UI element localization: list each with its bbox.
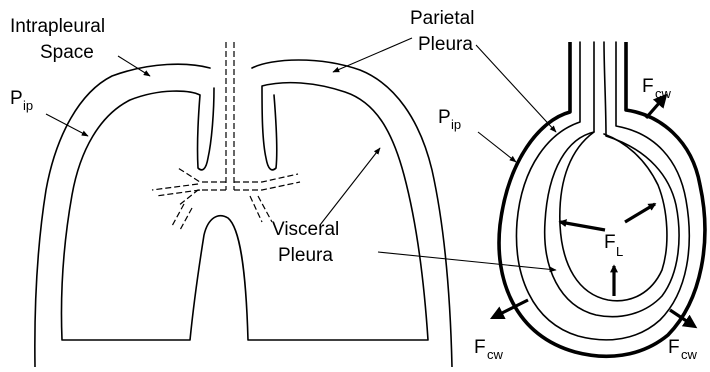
fcw-arrow-top-right	[646, 102, 660, 118]
fcw-br-sub: cw	[681, 347, 698, 362]
pip-right-sub: ip	[451, 117, 461, 132]
fl-sub: L	[616, 244, 623, 259]
pip-label-right: P ip	[438, 107, 461, 132]
pip-pointer-left	[46, 114, 88, 136]
fl-label: F L	[604, 232, 623, 259]
force-arrows	[500, 102, 688, 322]
visceral-pleura-outline	[61, 83, 428, 340]
parietal-label: Parietal	[410, 8, 474, 29]
thorax-diagram	[35, 42, 452, 367]
visceral-pointer-left	[320, 148, 380, 225]
intrapleural-label: Intrapleural	[10, 16, 105, 37]
space-label: Space	[40, 42, 94, 63]
pip-right-main: P	[438, 107, 451, 128]
fcw-top-main: F	[642, 76, 654, 97]
visceral-label: Visceral	[272, 219, 339, 240]
pip-pointer-right	[478, 132, 516, 162]
visceral-pointer-right	[378, 252, 556, 270]
fcw-label-bottom-left: F cw	[474, 337, 504, 362]
fl-main: F	[604, 232, 616, 253]
fl-arrow-left	[560, 222, 605, 230]
pleura-label-top: Pleura	[418, 34, 473, 55]
fl-arrow-right	[625, 204, 655, 222]
fcw-bl-main: F	[474, 337, 486, 358]
pip-left-sub: ip	[23, 98, 33, 113]
pip-label-left: P ip	[10, 88, 33, 113]
fcw-br-main: F	[668, 337, 680, 358]
pip-left-main: P	[10, 88, 23, 109]
fcw-label-bottom-right: F cw	[668, 337, 698, 362]
parietal-pointer-right	[476, 45, 556, 132]
parietal-pointer-left	[333, 38, 412, 72]
fcw-top-sub: cw	[655, 86, 672, 101]
fcw-label-top: F cw	[642, 76, 672, 101]
parietal-pleura-outline	[35, 60, 452, 367]
pleura-label-bottom: Pleura	[278, 245, 333, 266]
fcw-bl-sub: cw	[487, 347, 504, 362]
lung-model-diagram	[499, 42, 705, 356]
